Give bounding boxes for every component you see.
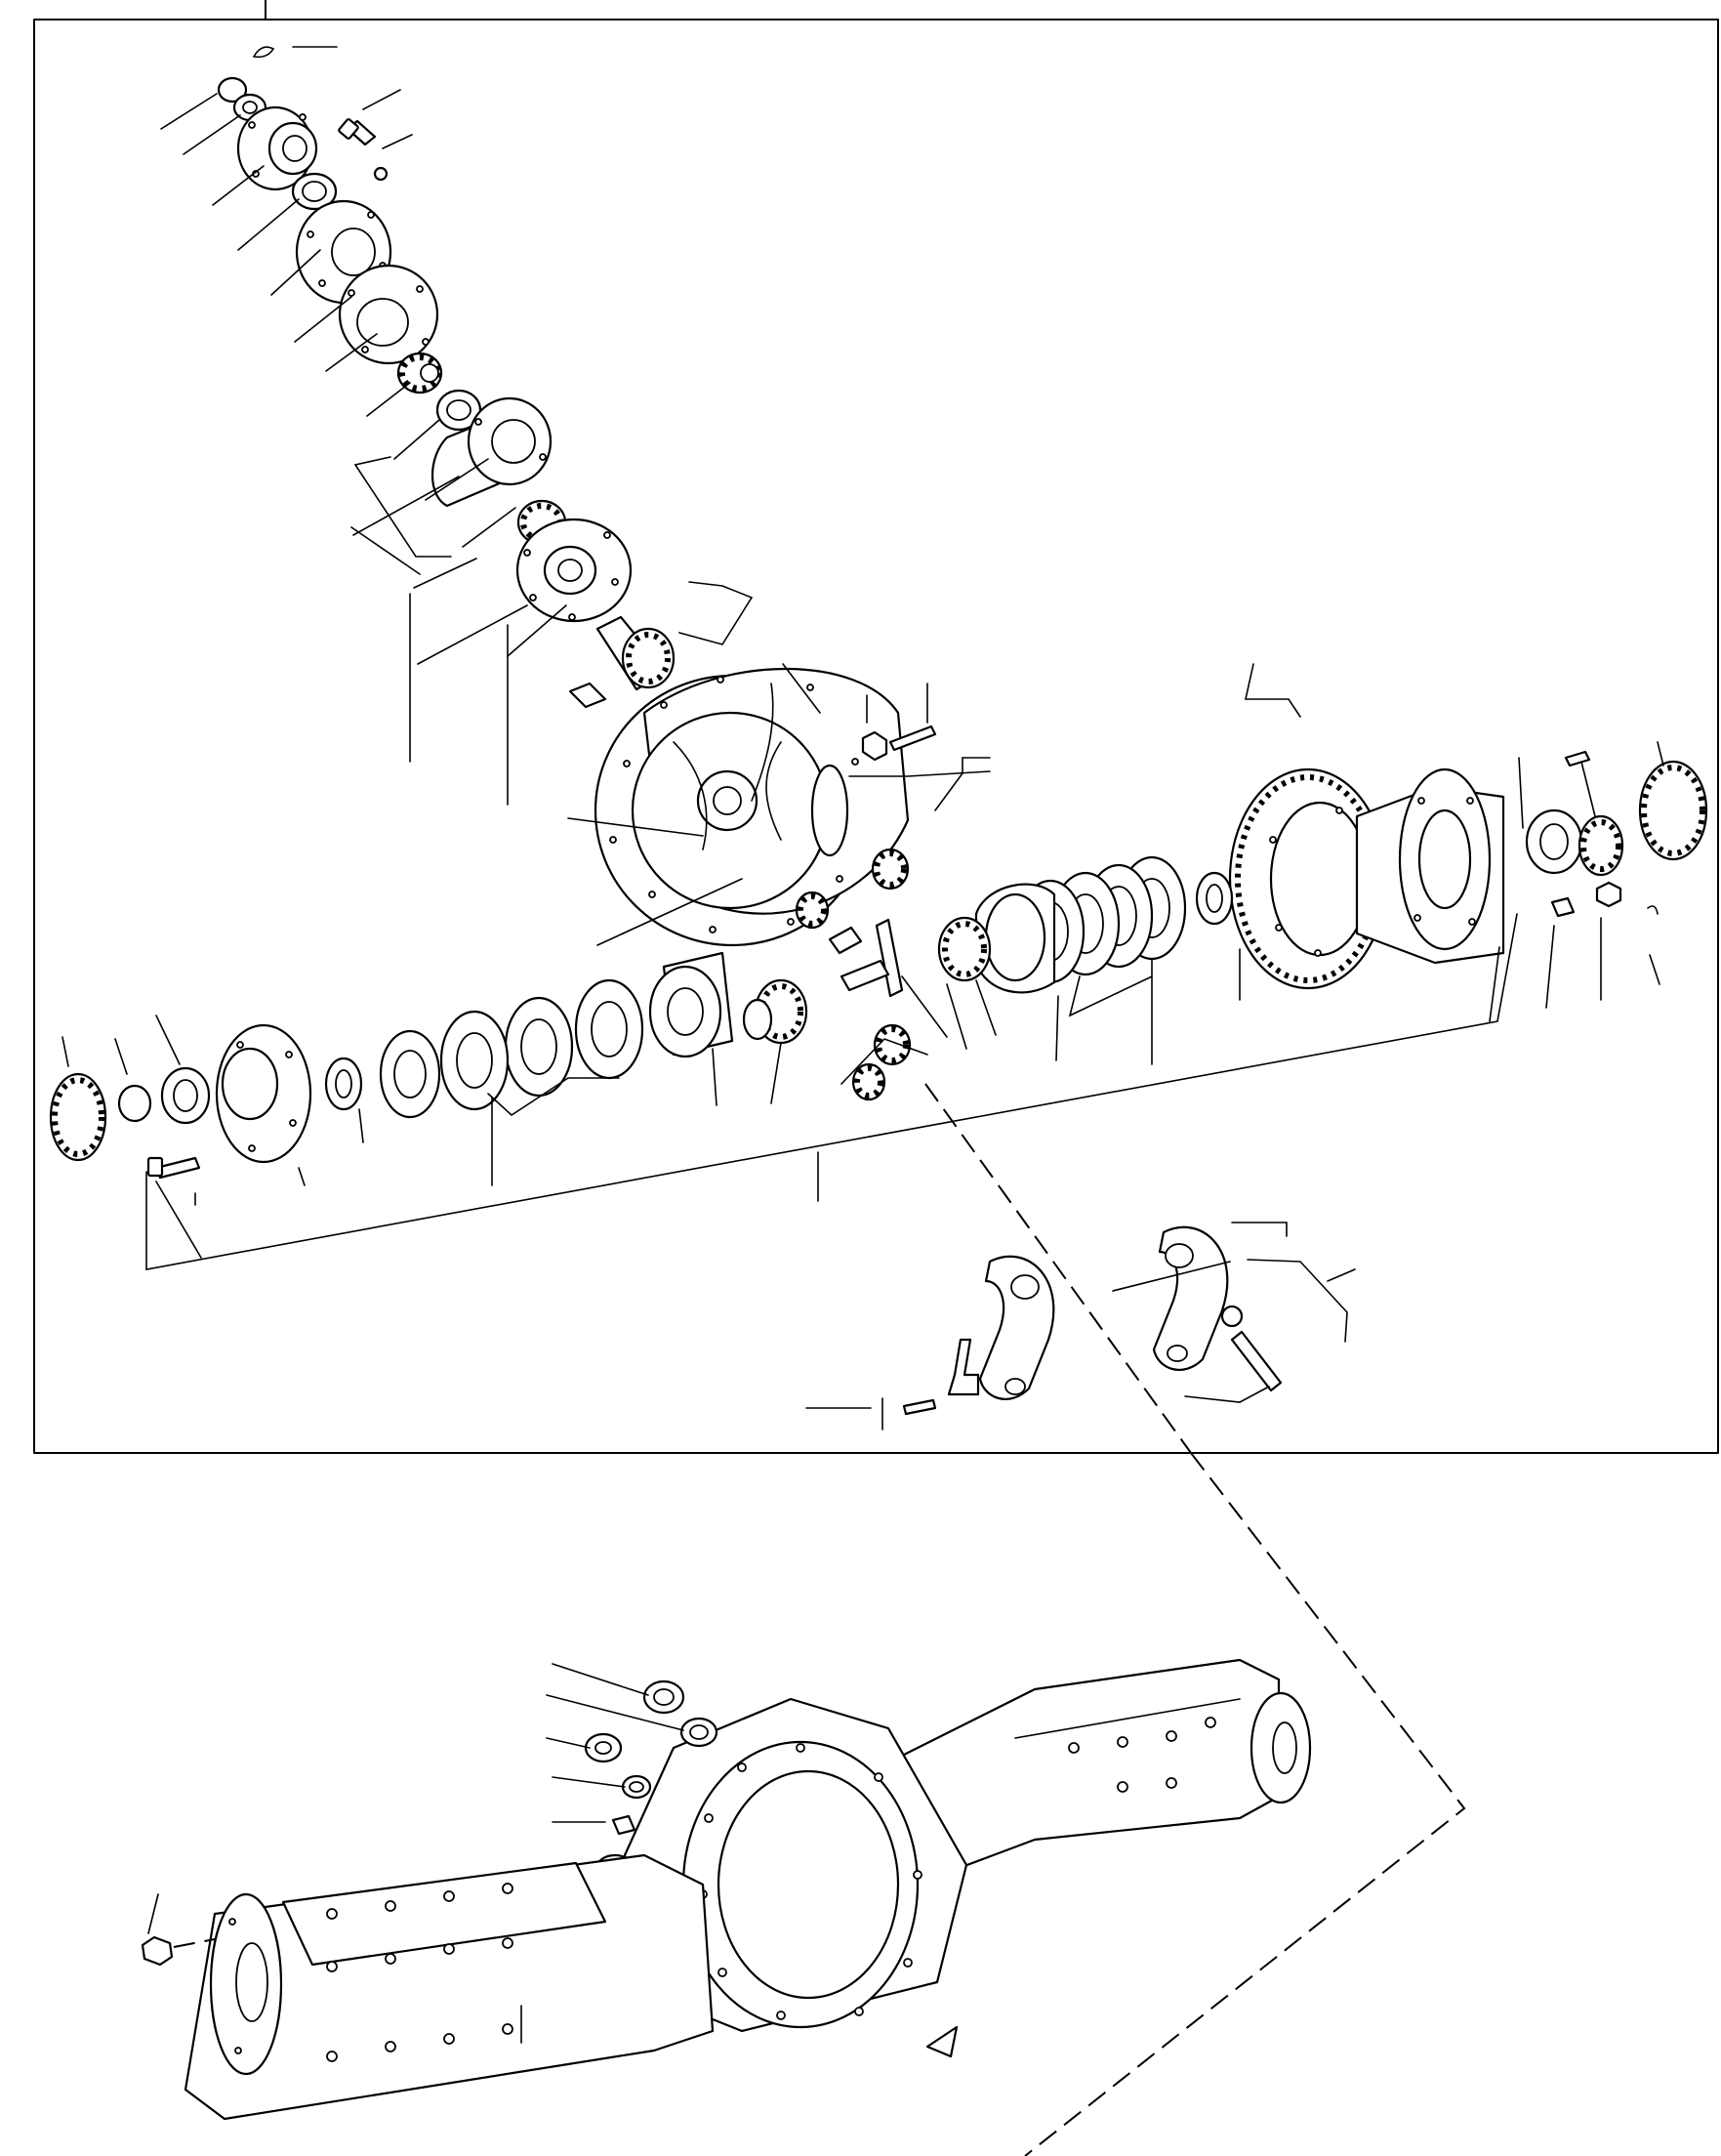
bearing-cap-right xyxy=(1154,1227,1227,1370)
bolt-right-lower xyxy=(1552,898,1574,916)
differential-case-half-left xyxy=(650,953,732,1057)
leader-lines-lower xyxy=(148,1664,683,2043)
nut-right-lower xyxy=(1597,883,1620,906)
side-gear-left xyxy=(744,980,806,1043)
leader-lines xyxy=(62,47,1663,1430)
clutch-disc-stack-left xyxy=(381,980,642,1117)
housing-nut xyxy=(143,1937,172,1965)
carrier-nut xyxy=(863,732,886,760)
differential-case-half-right xyxy=(1357,769,1503,963)
differential-pinion-gears xyxy=(797,850,910,1099)
washer-2 xyxy=(375,168,387,180)
side-gear-right xyxy=(939,918,990,980)
lock-bolt xyxy=(904,1400,935,1414)
cap-bolt xyxy=(1232,1332,1281,1390)
companion-flange xyxy=(238,107,316,189)
drive-pinion xyxy=(597,617,674,689)
left-case-flange xyxy=(217,1025,310,1162)
axle-housing xyxy=(185,1660,1310,2119)
castle-nut xyxy=(219,78,246,102)
carrier-stud xyxy=(890,726,935,750)
drain-plug-assembly xyxy=(586,1734,650,1834)
lock-plate xyxy=(949,1340,978,1394)
left-bearing-assembly xyxy=(51,1068,209,1160)
assembly-path-line xyxy=(925,1084,1191,1453)
pinion-cage xyxy=(432,398,551,506)
spider-cross xyxy=(830,920,902,996)
pinion-flange-stack xyxy=(219,47,674,707)
cotter-right xyxy=(1648,906,1658,914)
retainer-flange xyxy=(517,519,631,621)
hex-bolt-2 xyxy=(570,684,605,707)
small-bolt-right xyxy=(1566,752,1589,766)
fill-plug-assembly xyxy=(644,1681,717,1746)
bearing-cap-left xyxy=(980,1257,1053,1399)
assembly-path-line-lower xyxy=(1025,1453,1464,2156)
detail-frame xyxy=(34,20,1718,1453)
direction-arrow xyxy=(927,2027,957,2056)
gasket xyxy=(340,266,437,363)
cotter-pin xyxy=(254,47,273,57)
cap-washer xyxy=(1222,1306,1242,1326)
differential-carrier xyxy=(595,669,908,945)
right-bearing-assembly xyxy=(1527,752,1706,875)
